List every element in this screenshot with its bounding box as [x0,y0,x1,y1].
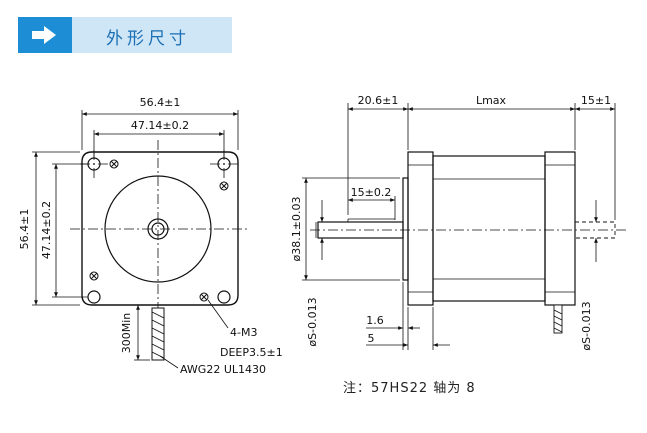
arrow-box [18,17,72,53]
dim-hole-spacing-height: 47.14±0.2 [40,201,53,259]
dim-overall-height: 56.4±1 [18,209,31,250]
front-boss [402,177,409,281]
rear-lead-wire [553,304,563,334]
dim-rear-shaft-length: 15±1 [581,94,611,107]
mount-hole-bl [87,290,101,304]
screw-icon [89,159,229,302]
arrow-right-icon [32,26,56,44]
dim-lead-length: 300Min [120,313,133,354]
footnote: 注：57HS22 轴为 8 [343,381,476,396]
motor-outline [81,151,239,306]
dim-hole-spacing-width: 47.14±0.2 [131,119,189,132]
front-view [32,110,250,369]
side-view [302,103,628,350]
dim-overall-width: 56.4±1 [140,96,181,109]
lead-wire-bundle [151,307,165,361]
rear-flange [544,151,576,306]
thread-spec-label: 4-M3 [230,326,257,339]
thread-depth-label: DEEP3.5±1 [220,346,283,359]
dim-flange-thickness: 5 [368,332,375,345]
section-title: 外形尺寸 [106,29,190,49]
dim-boss-height: 1.6 [366,314,384,327]
front-flange [407,151,434,306]
mount-hole-br [217,290,231,304]
dim-flat-length: 15±0.2 [351,186,392,199]
section-header: 外形尺寸 [18,17,232,53]
dim-boss-diameter: ø38.1±0.03 [290,197,303,262]
dim-shaft-diameter: øS-0.013 [306,297,319,346]
dim-body-length: Lmax [476,94,507,107]
dim-boss-length: 20.6±1 [358,94,399,107]
dim-rear-shaft-diameter: øS-0.013 [580,301,593,350]
wire-spec-label: AWG22 UL1430 [180,363,266,376]
